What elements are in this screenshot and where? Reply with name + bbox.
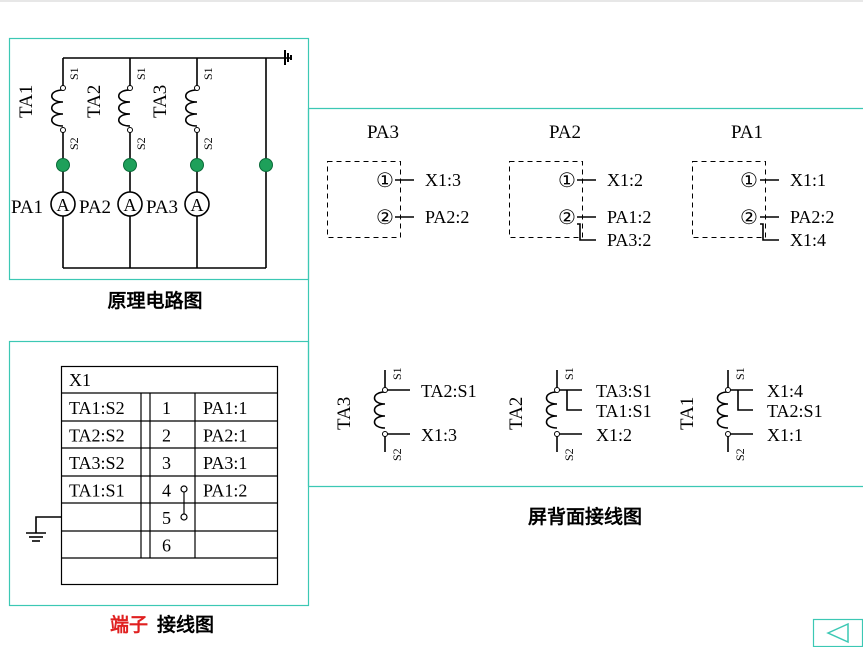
terminal-caption-highlight: 端子: [110, 613, 148, 636]
pa1-terminal-1: ①: [740, 170, 758, 192]
pa2-t2b-target: PA3:2: [607, 230, 651, 250]
terminal-row-2-number: 2: [162, 426, 171, 446]
pa3-t1-target: X1:3: [425, 170, 461, 190]
ct-label-ta3: TA3: [150, 85, 171, 118]
terminal-row-2-source: TA2:S2: [69, 426, 125, 446]
ct-back-ta1-bottom: X1:1: [767, 425, 803, 445]
ct-back-ta3-s1: S1: [390, 367, 404, 380]
ct-back-ta2-s1: S1: [562, 367, 576, 380]
meter-back-pa2-title: PA2: [549, 122, 581, 143]
terminal-caption-rest: 接线图: [157, 613, 214, 636]
node-1: [56, 158, 70, 172]
ct-back-ta2-s2: S2: [562, 448, 576, 461]
pa3-terminal-2: ②: [376, 207, 394, 229]
pa2-terminal-2: ②: [558, 207, 576, 229]
ct-back-ta3-s2: S2: [390, 448, 404, 461]
schematic-ammeters: [50, 191, 210, 217]
terminal-table: [60, 365, 279, 586]
terminal-frame: [8, 340, 310, 607]
pa1-terminal-2: ②: [740, 207, 758, 229]
terminal-row-1-number: 1: [162, 398, 171, 418]
pa2-t1-target: X1:2: [607, 170, 643, 190]
terminal-row-6-number: 6: [162, 536, 171, 556]
meter-back-pa1: PA1 ① ② X1:1 PA2:2 X1:4: [692, 122, 834, 250]
ct-back-ta2-top: TA3:S1: [596, 381, 652, 401]
terminal-ground: [26, 516, 61, 542]
terminal-link: [180, 485, 188, 521]
meter-back-pa3: PA3 ① ② X1:3 PA2:2: [327, 122, 469, 238]
terminal-row-1-source: TA1:S2: [69, 398, 125, 418]
node-3: [190, 158, 204, 172]
ct2-s1-label: S1: [134, 67, 148, 80]
triangle-left-icon: [826, 622, 849, 644]
ct-back-ta1: [716, 370, 753, 452]
terminal-row-3-target: PA3:1: [203, 453, 247, 473]
ammeter-symbol-3: A: [191, 195, 204, 215]
node-4: [259, 158, 273, 172]
ct-back-ta3-top: TA2:S1: [421, 381, 477, 401]
meter-back-pa3-title: PA3: [367, 122, 399, 143]
meter-back-pa2: PA2 ① ② X1:2 PA1:2 PA3:2: [509, 122, 651, 250]
terminal-row-5-number: 5: [162, 508, 171, 528]
pa2-terminal-1: ①: [558, 170, 576, 192]
terminal-row-3-source: TA3:S2: [69, 453, 125, 473]
pa1-t1-target: X1:1: [790, 170, 826, 190]
meter-label-pa1: PA1: [11, 197, 43, 218]
ct-back-ta1-top: X1:4: [767, 381, 803, 401]
ct-back-ta1-s1: S1: [733, 367, 747, 380]
pa2-t2-target: PA1:2: [607, 207, 651, 227]
ct-back-ta3-name: TA3: [334, 397, 355, 430]
pa1-t2b-target: X1:4: [790, 230, 826, 250]
ct1-s2-label: S2: [67, 137, 81, 150]
ct-back-ta3: [373, 370, 410, 452]
ct-back-ta2: [545, 370, 582, 452]
node-2: [123, 158, 137, 172]
terminal-row-4-number: 4: [162, 481, 171, 501]
ct-back-ta3-bottom: X1:3: [421, 425, 457, 445]
terminal-row-3-number: 3: [162, 453, 171, 473]
ct-label-ta2: TA2: [84, 85, 105, 118]
schematic-caption: 原理电路图: [107, 289, 202, 312]
pa1-t2-target: PA2:2: [790, 207, 834, 227]
terminal-row-4-source: TA1:S1: [69, 481, 125, 501]
terminal-row-4-target: PA1:2: [203, 481, 247, 501]
ct2-s2-label: S2: [134, 137, 148, 150]
pa3-t2-target: PA2:2: [425, 207, 469, 227]
ct3-s2-label: S2: [201, 137, 215, 150]
ct-back-ta2-name: TA2: [506, 397, 527, 430]
meter-back-pa1-title: PA1: [731, 122, 763, 143]
ct1-s1-label: S1: [67, 67, 81, 80]
ct-back-ta2-top2: TA1:S1: [596, 401, 652, 421]
ammeter-symbol-1: A: [57, 195, 70, 215]
ct-back-ta1-s2: S2: [733, 448, 747, 461]
ammeter-symbol-2: A: [124, 195, 137, 215]
schematic-ct-terminals: [60, 85, 200, 133]
ct-label-ta1: TA1: [16, 85, 37, 118]
terminal-row-1-target: PA1:1: [203, 398, 247, 418]
schematic-nodes: [56, 158, 273, 172]
ct-back-ta1-terminals: [725, 387, 731, 437]
terminal-row-2-target: PA2:1: [203, 426, 247, 446]
ct-back-ta1-top2: TA2:S1: [767, 401, 823, 421]
schematic: [63, 50, 292, 269]
schematic-ct-coils: [50, 58, 198, 268]
terminal-table-title: X1: [69, 370, 91, 390]
back-button[interactable]: [812, 618, 863, 647]
back-view-caption: 屏背面接线图: [528, 505, 642, 528]
ct-back-ta2-terminals: [554, 387, 560, 437]
ct-back-ta1-name: TA1: [677, 397, 698, 430]
ct-back-ta2-bottom: X1:2: [596, 425, 632, 445]
meter-label-pa3: PA3: [146, 197, 178, 218]
ct-back-ta3-terminals: [382, 387, 388, 437]
meter-label-pa2: PA2: [79, 197, 111, 218]
pa3-terminal-1: ①: [376, 170, 394, 192]
ct3-s1-label: S1: [201, 67, 215, 80]
